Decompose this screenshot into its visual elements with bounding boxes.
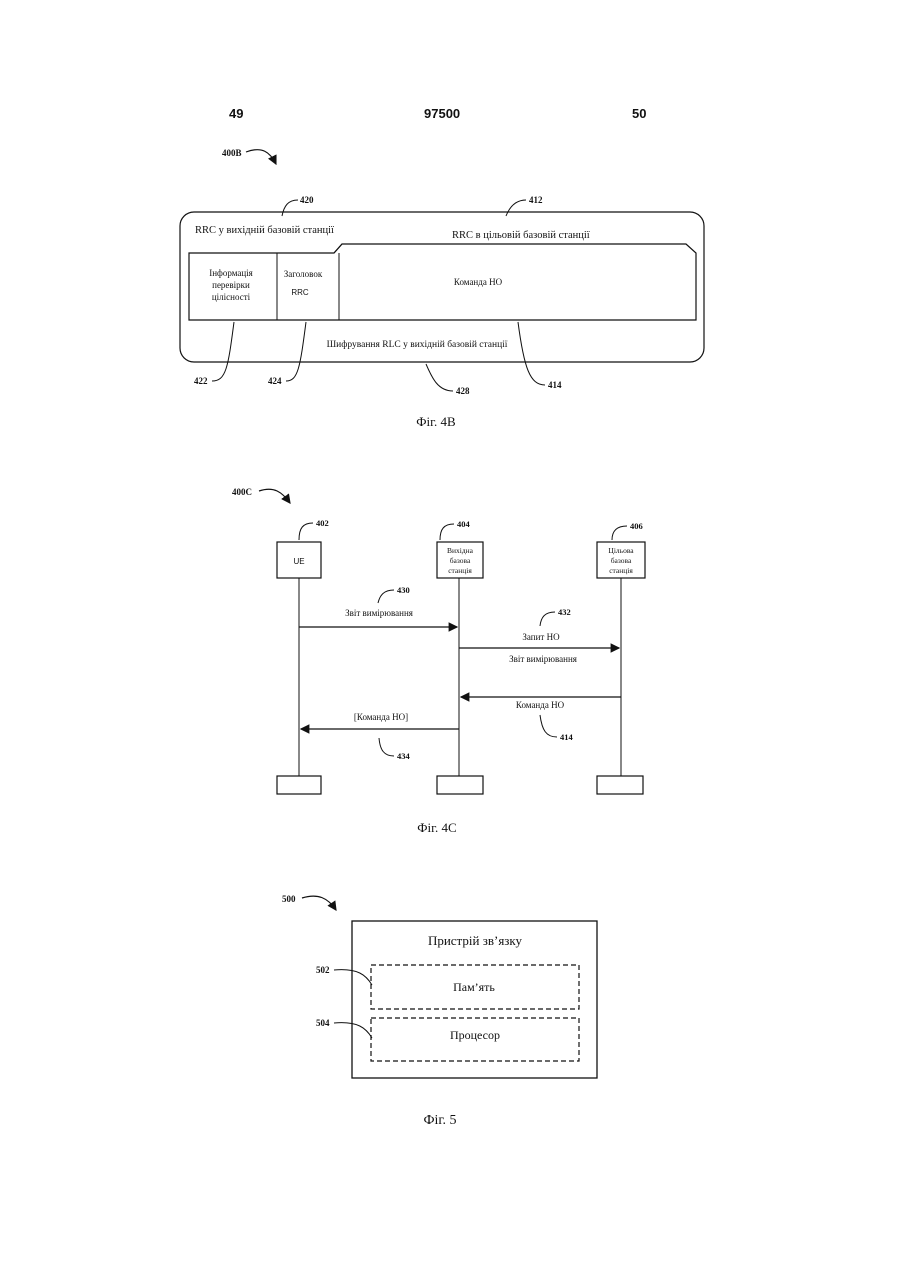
msg-measurement-report-2: Звіт вимірювання: [509, 654, 577, 664]
fig4b-ref-label: 400B: [222, 148, 242, 158]
fig4c-caption: Фіг. 4С: [417, 820, 456, 835]
target-rrc-label: RRC в цільовій базовій станції: [452, 230, 590, 241]
ref-434: 434: [397, 751, 411, 761]
source-bs-label-1: Вихідна: [447, 546, 474, 555]
device-label: Пристрій зв’язку: [428, 933, 523, 948]
ref-414: 414: [548, 380, 562, 390]
source-rrc-label: RRC у вихідній базовій станції: [195, 225, 334, 236]
source-end-box: [437, 776, 483, 794]
ref-412-leader: [506, 200, 526, 216]
fig4b-caption: Фіг. 4В: [416, 414, 456, 429]
rlc-cipher-label: Шифрування RLC у вихідній базовій станці…: [327, 339, 508, 350]
ue-ref: 402: [316, 518, 329, 528]
ue-label: UE: [293, 557, 304, 566]
ref-432: 432: [558, 607, 571, 617]
ref-504-leader: [334, 1023, 372, 1038]
ue-end-box: [277, 776, 321, 794]
ref-502: 502: [316, 965, 330, 975]
target-end-box: [597, 776, 643, 794]
fig5-caption: Фіг. 5: [423, 1113, 456, 1128]
inner-message-frame: [189, 244, 696, 320]
msg-ho-command-bracket: [Команда НО]: [354, 712, 408, 722]
msg-measurement-report: Звіт вимірювання: [345, 608, 413, 618]
memory-label: Пам’ять: [453, 980, 495, 994]
msg-ho-command: Команда НО: [516, 700, 565, 710]
ref-420-leader: [282, 200, 298, 216]
ref-428: 428: [456, 386, 470, 396]
ref-504: 504: [316, 1018, 330, 1028]
target-ref: 406: [630, 521, 643, 531]
fig5-ref-arrow: [302, 896, 336, 910]
ref-412: 412: [529, 195, 543, 205]
source-bs-label-3: станція: [448, 566, 472, 575]
target-bs-label-2: базова: [611, 556, 632, 565]
ref-420: 420: [300, 195, 314, 205]
ref-430: 430: [397, 585, 410, 595]
integrity-label-3: цілісності: [212, 292, 251, 302]
ref-428-leader: [426, 364, 453, 391]
rrc-header-label-1: Заголовок: [284, 269, 323, 279]
processor-label: Процесор: [450, 1028, 500, 1042]
source-ref: 404: [457, 519, 471, 529]
rrc-header-label-2: RRC: [291, 288, 309, 297]
ref-422-leader: [212, 322, 234, 381]
integrity-label-2: перевірки: [212, 280, 250, 290]
fig5-ref-label: 500: [282, 894, 296, 904]
integrity-label-1: Інформація: [209, 268, 253, 278]
ho-command-label: Команда НО: [454, 277, 503, 287]
figure-5: 500 Пристрій зв’язку Пам’ять Процесор 50…: [282, 894, 597, 1128]
source-bs-label-2: базова: [450, 556, 471, 565]
ref-424-leader: [286, 322, 306, 381]
fig4c-ref-label: 400C: [232, 487, 252, 497]
fig4b-ref-arrow: [246, 150, 276, 164]
ref-414-leader: [518, 322, 545, 385]
ref-414-seq: 414: [560, 732, 574, 742]
target-bs-label-1: Цільова: [608, 546, 634, 555]
msg-ho-request: Запит НО: [522, 632, 560, 642]
target-bs-label-3: станція: [609, 566, 633, 575]
fig4c-ref-arrow: [259, 489, 290, 503]
ref-422: 422: [194, 376, 208, 386]
figure-4b: 400B 420 412 RRC у вихідній базовій стан…: [180, 148, 704, 429]
ref-502-leader: [334, 970, 372, 985]
figure-4c: 400C 402 UE 404 Вихідна базова станція 4…: [232, 487, 645, 835]
ref-424: 424: [268, 376, 282, 386]
